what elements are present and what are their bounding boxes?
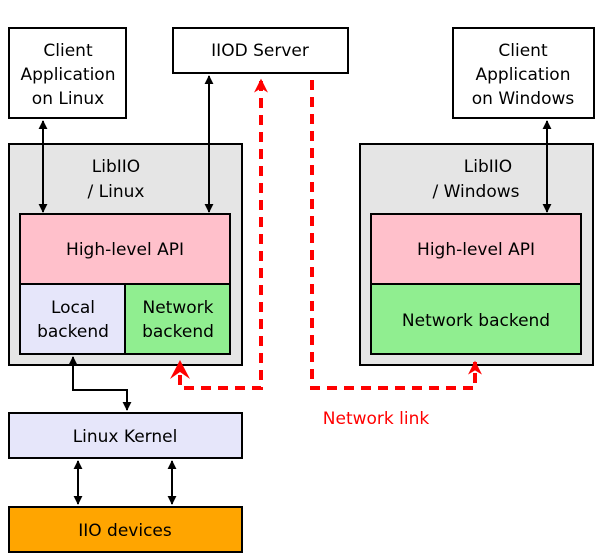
linux-network-backend-line-2: backend — [142, 322, 214, 342]
network-link-iiod-to-windows — [310, 80, 482, 390]
linux-high-level-api-box — [19, 213, 231, 285]
libiio-windows-title-1: LibIIO — [464, 157, 512, 177]
arrow-local-backend-to-kernel — [68, 356, 132, 411]
client-application-linux-box: Client Application on Linux — [8, 27, 127, 119]
network-link-label: Network link — [323, 409, 430, 429]
linux-high-level-api-label: High-level API — [66, 240, 184, 260]
client-windows-line-1: Client — [498, 41, 548, 61]
iiod-server-label: IIOD Server — [211, 41, 309, 61]
client-linux-line-1: Client — [43, 41, 93, 61]
network-link-arrowhead-linux-backend — [170, 360, 190, 379]
client-windows-line-2: Application — [476, 65, 571, 85]
libiio-linux-container: LibIIO / Linux High-level API Local back… — [8, 143, 243, 366]
client-linux-line-2: Application — [21, 65, 116, 85]
iiod-server-box: IIOD Server — [172, 27, 349, 74]
linux-kernel-box: Linux Kernel — [8, 412, 243, 459]
libiio-linux-title-2: / Linux — [88, 182, 145, 202]
libiio-linux-title-1: LibIIO — [92, 157, 140, 177]
local-backend-box — [19, 283, 126, 355]
windows-network-backend-box — [370, 283, 582, 355]
linux-network-backend-line-1: Network — [143, 298, 214, 318]
network-link-linux-to-iiod — [178, 78, 268, 390]
linux-kernel-label: Linux Kernel — [73, 427, 178, 447]
libiio-windows-container: LibIIO / Windows High-level API Network … — [359, 143, 594, 366]
client-linux-line-3: on Linux — [32, 89, 104, 109]
windows-network-backend-label: Network backend — [402, 311, 550, 331]
iio-devices-box: IIO devices — [8, 506, 243, 553]
client-application-windows-box: Client Application on Windows — [452, 27, 595, 119]
libiio-windows-title-2: / Windows — [432, 182, 519, 202]
client-windows-line-3: on Windows — [472, 89, 575, 109]
local-backend-line-1: Local — [51, 298, 95, 318]
windows-high-level-api-label: High-level API — [417, 240, 535, 260]
iio-devices-label: IIO devices — [78, 521, 172, 541]
local-backend-line-2: backend — [37, 322, 109, 342]
linux-network-backend-box — [124, 283, 231, 355]
